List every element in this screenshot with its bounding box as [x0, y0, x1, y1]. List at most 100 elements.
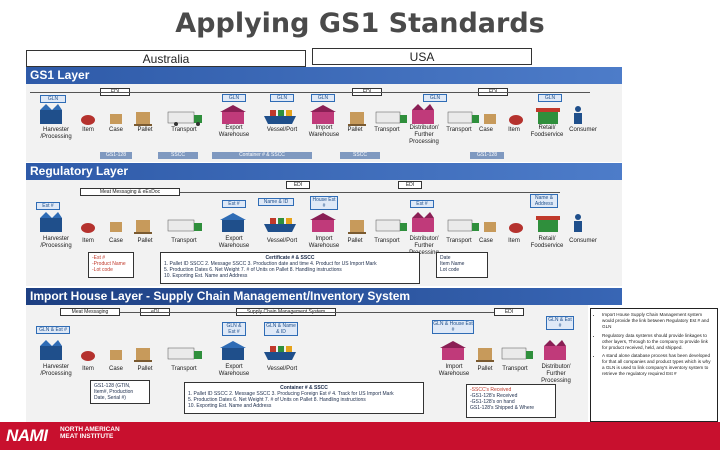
meat-icon: [81, 115, 95, 125]
store-icon: [536, 108, 560, 124]
case-icon: [110, 350, 122, 360]
stage-label: Transport: [446, 238, 472, 244]
meat-icon: [81, 223, 95, 233]
gln-box: GLN: [40, 95, 66, 103]
import-supply-chain-icons: [40, 340, 566, 362]
person-icon: [574, 106, 582, 124]
note-line: -Lot code: [92, 267, 113, 273]
factory-icon: [412, 104, 434, 124]
ship-icon: [264, 110, 296, 124]
stage-label: Transport: [171, 366, 197, 372]
gln-box: GLN: [538, 94, 562, 102]
factory-icon: [40, 340, 62, 360]
gs1-supply-chain-icons: [40, 104, 582, 126]
note-line: GS1-128's Shipped & Where: [470, 405, 535, 411]
pallet-icon: [134, 348, 152, 362]
stage-label: Pallet: [137, 127, 153, 133]
side-notes-box: Import House Supply Chain Management sys…: [590, 308, 718, 422]
import-house-layer-band: Import House Layer - Supply Chain Manage…: [26, 288, 622, 305]
stage-label: Pallet: [347, 127, 363, 133]
container-certificate-note: Container # & SSCC 1. Pallet ID SSCC 2. …: [184, 382, 424, 414]
stage-label: Transport: [171, 238, 197, 244]
stage-label: Import Warehouse: [308, 236, 340, 249]
side-note-item: Import House Supply Chain Management sys…: [602, 312, 714, 330]
note-line: -GS1-128's Received: [470, 393, 518, 399]
certificate-line: 10. Exporting Est. Name and Address: [188, 403, 272, 409]
stage-label: Item: [508, 127, 520, 133]
certificate-note: Certificate # & SSCC 1. Pallet ID SSCC 2…: [160, 252, 420, 284]
case-icon: [484, 222, 496, 232]
note-line: -Est #: [92, 255, 106, 261]
edi-flow-line: [120, 312, 494, 313]
stage-label: Transport: [502, 366, 528, 372]
note-line: Date, Serial #): [94, 395, 126, 401]
factory-icon: [40, 212, 62, 232]
gln-est-box: GLN & Est #: [222, 322, 246, 336]
est-box: Est #: [36, 202, 60, 210]
meat-messaging-box: Meat Messaging & eExDoc: [80, 188, 180, 196]
stage-label: Case: [108, 238, 123, 244]
regulatory-supply-chain-icons: [40, 212, 582, 234]
truck-icon: [501, 347, 533, 360]
case-icon: [110, 114, 122, 124]
stage-label: Item: [82, 366, 94, 372]
gln-name-id-box: GLN & Name & ID: [264, 322, 298, 336]
truck-icon: [167, 347, 202, 360]
received-note: -SSCC's Received -GS1-128's Received -GS…: [466, 384, 556, 418]
stage-label: Consumer: [569, 127, 597, 133]
note-line: GS1-128 (GTIN,: [94, 383, 131, 389]
truck-icon: [447, 111, 479, 124]
stage-label: Retail/ Foodservice: [530, 125, 564, 138]
note-line: -Product Name: [92, 261, 126, 267]
warehouse-icon: [310, 105, 336, 124]
pallet-icon: [134, 112, 152, 126]
country-label-usa: USA: [312, 48, 532, 65]
certificate-line: 10. Exporting Est. Name and Address: [164, 273, 248, 279]
meat-messaging-box: Meat Messaging: [60, 308, 120, 316]
warehouse-icon: [310, 213, 336, 232]
truck-icon: [375, 111, 407, 124]
gs1-128-bar: GS1-128: [470, 152, 504, 159]
edi-flow-line: [180, 192, 560, 193]
page-title: Applying GS1 Standards: [175, 8, 545, 39]
truck-icon: [375, 219, 407, 232]
gln-est-box: GLN & Est #: [546, 316, 574, 330]
stage-label: Item: [82, 238, 94, 244]
person-icon: [574, 214, 582, 232]
est-box: Est #: [222, 200, 246, 208]
factory-icon: [40, 104, 62, 124]
meat-icon: [509, 115, 523, 125]
stage-label: Vessel/Port: [266, 366, 298, 372]
case-icon: [484, 114, 496, 124]
warehouse-icon: [220, 105, 246, 124]
stage-label: Item: [508, 238, 520, 244]
stage-label: Transport: [446, 127, 472, 133]
store-icon: [536, 216, 560, 232]
edi-flow-line: [30, 92, 590, 93]
gln-box: GLN: [270, 94, 294, 102]
gln-est-box: GLN & Est #: [36, 326, 70, 334]
factory-icon: [412, 212, 434, 232]
gln-box: GLN: [311, 94, 335, 102]
stage-label: Pallet: [347, 238, 363, 244]
certificate-line: 5. Production Dates 6. Net Weight 7. # o…: [188, 397, 366, 403]
ship-icon: [264, 346, 296, 360]
gs1-128-bar: GS1-128: [100, 152, 132, 159]
gln-box: GLN: [423, 94, 447, 102]
stage-label: Case: [478, 127, 493, 133]
note-line: -GS1-128's on hand: [470, 399, 515, 405]
stage-label: Transport: [374, 127, 400, 133]
stage-label: Pallet: [477, 366, 493, 372]
warehouse-icon: [220, 341, 246, 360]
country-label-australia: Australia: [26, 50, 306, 67]
gs1-128-note: GS1-128 (GTIN, Item#, Production Date, S…: [90, 380, 150, 404]
stage-label: Import Warehouse: [308, 125, 340, 138]
stage-label: Import Warehouse: [438, 364, 470, 377]
case-icon: [110, 222, 122, 232]
gs1-layer-band: GS1 Layer: [26, 67, 622, 84]
pallet-icon: [476, 348, 494, 362]
warehouse-icon: [220, 213, 246, 232]
stage-label: Pallet: [137, 366, 153, 372]
name-id-box: Name & ID: [258, 198, 294, 206]
gln-house-est-box: GLN & House Est #: [432, 320, 474, 334]
